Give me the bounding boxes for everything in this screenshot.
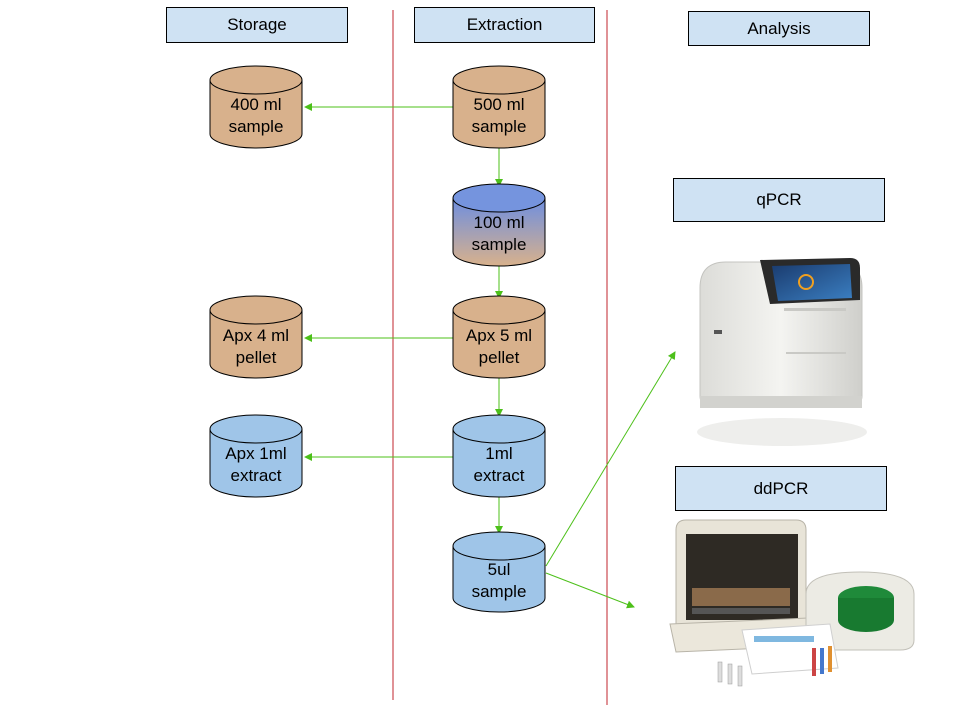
cylinder-label-line1: 500 ml xyxy=(473,95,524,114)
cylinder-label-line1: Apx 4 ml xyxy=(223,326,289,345)
cylinder-label-line2: sample xyxy=(472,235,527,254)
cylinder-label-line1: Apx 1ml xyxy=(225,444,286,463)
cylinder-5ul-sample: 5ul sample xyxy=(452,531,546,613)
extraction-header: Extraction xyxy=(414,7,595,43)
cylinder-label-line2: sample xyxy=(229,117,284,136)
cylinder-label-line2: pellet xyxy=(236,348,277,367)
ddpcr-instrument-image xyxy=(669,519,915,687)
ddpcr-header: ddPCR xyxy=(675,466,887,511)
qpcr-instrument-image xyxy=(697,258,867,446)
cylinder-label-line1: 1ml xyxy=(485,444,512,463)
cylinder-label-line2: extract xyxy=(473,466,524,485)
cylinder-label-line2: pellet xyxy=(479,348,520,367)
analysis-header: Analysis xyxy=(688,11,870,46)
arrow-5ul-to-ddpcr xyxy=(545,572,635,609)
cylinder-label-line1: 100 ml xyxy=(473,213,524,232)
cylinder-500ml-sample: 500 ml sample xyxy=(452,65,546,149)
cylinder-label-line1: Apx 5 ml xyxy=(466,326,532,345)
cylinder-apx-5ml-pellet: Apx 5 ml pellet xyxy=(452,295,546,379)
cylinder-label-line2: sample xyxy=(472,582,527,601)
cylinder-label-line2: extract xyxy=(230,466,281,485)
cylinder-apx-4ml-pellet: Apx 4 ml pellet xyxy=(209,295,303,379)
cylinder-label-line1: 5ul xyxy=(488,560,511,579)
cylinder-1ml-extract: 1ml extract xyxy=(452,414,546,498)
cylinder-label-line2: sample xyxy=(472,117,527,136)
cylinder-apx-1ml-extract: Apx 1ml extract xyxy=(209,414,303,498)
cylinder-label-line1: 400 ml xyxy=(230,95,281,114)
cylinder-400ml-sample: 400 ml sample xyxy=(209,65,303,149)
storage-header: Storage xyxy=(166,7,348,43)
arrow-5ul-to-qpcr xyxy=(545,351,676,567)
cylinder-100ml-sample: 100 ml sample xyxy=(452,183,546,267)
qpcr-header: qPCR xyxy=(673,178,885,222)
